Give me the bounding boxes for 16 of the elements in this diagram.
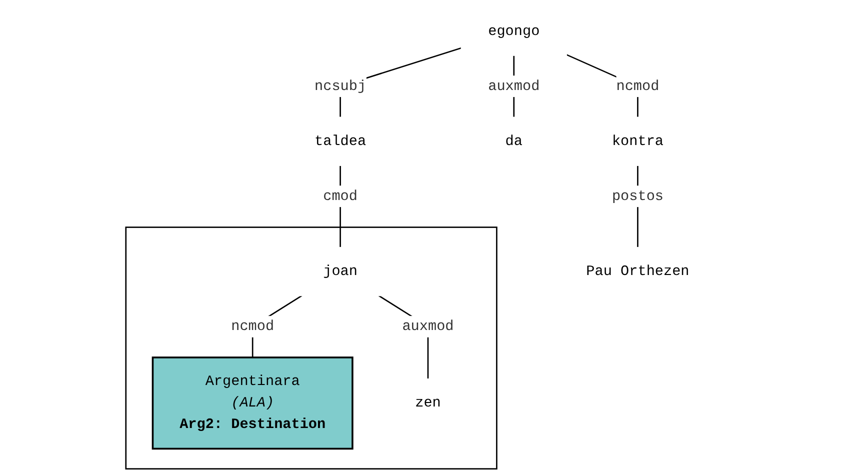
node-text: da [505,133,522,150]
edge-label: cmod [323,188,358,204]
edge-label: ncmod [231,318,274,335]
node-text: Pau Orthezen [586,264,690,280]
edge-label: auxmod [402,318,454,335]
edge-label: ncmod [616,78,660,94]
node-text: joan [323,264,358,280]
edge-label: ncsubj [314,78,366,94]
edge-label: auxmod [488,78,540,94]
node-text: taldea [314,133,366,150]
node-text: egongo [488,23,540,40]
edge-label: postos [612,188,664,204]
node-box: Argentinara (ALA) Arg2: Destination [152,356,354,450]
node-text: kontra [612,133,664,150]
cluster [125,226,498,470]
node-text: zen [415,395,441,412]
